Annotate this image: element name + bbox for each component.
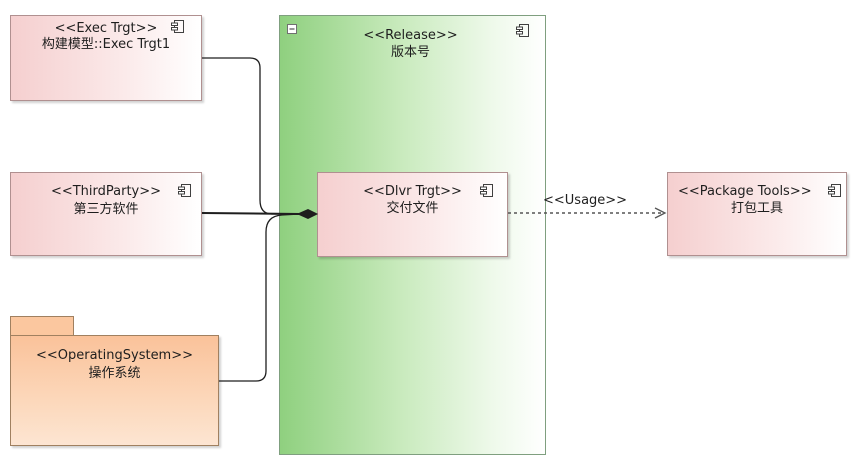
operating-system-aggregation-connector[interactable] [219,213,301,382]
operating-system-package[interactable]: <<OperatingSystem>> 操作系统 [10,335,219,446]
package-tools-component[interactable]: <<Package Tools>> 打包工具 [667,172,847,256]
third-party-stereotype: <<ThirdParty>> [50,184,162,199]
component-icon [178,183,192,197]
deliver-target-name: 交付文件 [386,201,439,216]
usage-connector-label: <<Usage>> [543,193,628,208]
component-icon [480,183,494,197]
third-party-component[interactable]: <<ThirdParty>> 第三方软件 [10,172,202,256]
third-party-aggregation-connector[interactable] [201,212,301,215]
deliver-target-component[interactable]: <<Dlvr Trgt>> 交付文件 [317,172,508,257]
component-icon [171,19,185,33]
exec-target-component[interactable]: <<Exec Trgt>> 构建模型::Exec Trgt1 [10,15,202,101]
package-tools-name: 打包工具 [730,201,783,216]
operating-system-name: 操作系统 [88,366,141,381]
release-stereotype: <<Release>> [363,28,458,43]
component-icon [516,23,530,37]
component-icon [828,183,842,197]
open-arrowhead [654,207,667,219]
aggregation-diamond [296,208,319,220]
third-party-name: 第三方软件 [73,202,139,217]
package-tools-stereotype: <<Package Tools>> [678,184,812,199]
exec-target-stereotype: <<Exec Trgt>> [54,21,158,36]
operating-system-package-tab[interactable] [10,316,74,336]
operating-system-stereotype: <<OperatingSystem>> [35,348,194,363]
exec-target-name: 构建模型::Exec Trgt1 [41,37,171,52]
deliver-target-stereotype: <<Dlvr Trgt>> [363,184,462,199]
release-name: 版本号 [390,45,430,60]
collapse-icon[interactable] [287,21,299,34]
exec-target-aggregation-connector[interactable] [202,57,300,215]
